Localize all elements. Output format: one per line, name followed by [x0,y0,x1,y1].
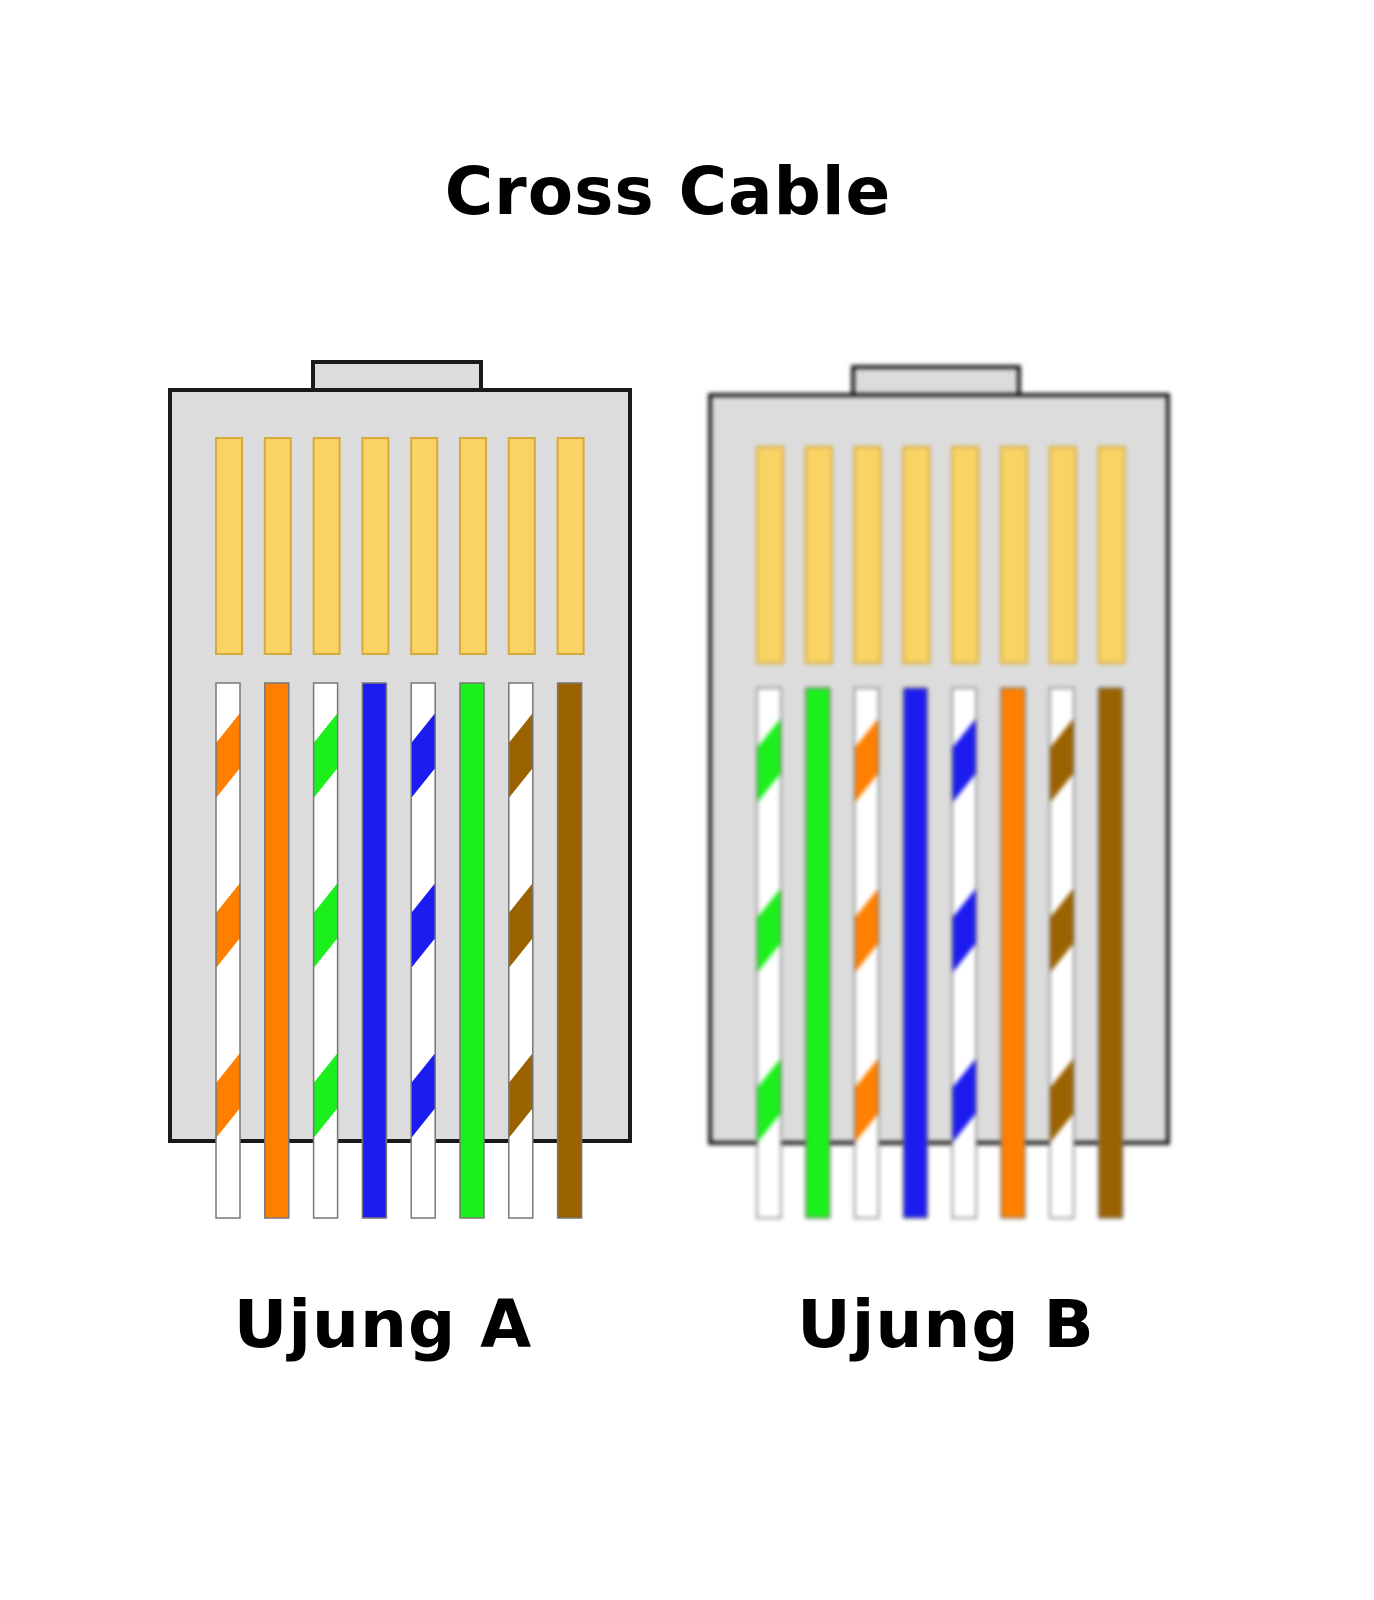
wire-a-7 [508,682,534,1219]
wire-b-6 [1000,687,1026,1219]
pin-a-8 [556,437,585,655]
wire-a-8 [556,682,583,1219]
pin-a-1 [215,437,243,655]
wire-a-4 [361,682,388,1219]
connector-b-label: Ujung B [797,1286,1095,1363]
connector-b [708,365,1170,1219]
pin-b-5 [951,446,980,664]
pin-b-7 [1048,446,1077,664]
connector-a-tab [311,360,483,394]
connector-b-tab [851,365,1021,399]
pin-b-3 [853,446,882,664]
wire-b-2 [805,687,831,1219]
wire-b-4 [902,687,929,1219]
pin-a-5 [410,437,439,655]
connector-a-body [168,388,632,1143]
wire-a-2 [264,682,290,1219]
pin-a-7 [507,437,536,655]
pin-b-2 [804,446,833,664]
wire-a-1 [215,682,241,1219]
pin-b-4 [902,446,931,664]
wire-b-7 [1049,687,1075,1219]
pin-a-3 [312,437,341,655]
pin-a-2 [263,437,292,655]
pin-b-8 [1097,446,1126,664]
wire-b-3 [853,687,880,1219]
wire-a-6 [459,682,485,1219]
wire-b-5 [951,687,977,1219]
wire-a-5 [410,682,436,1219]
pin-b-6 [1000,446,1028,664]
pin-a-4 [361,437,390,655]
pin-b-1 [756,446,784,664]
connector-b-body [708,393,1170,1145]
wire-a-3 [312,682,339,1219]
wire-b-8 [1097,687,1124,1219]
diagram-title: Cross Cable [444,153,892,230]
connector-a [168,360,632,1219]
pin-a-6 [459,437,487,655]
connector-a-label: Ujung A [233,1286,533,1363]
wire-b-1 [756,687,782,1219]
